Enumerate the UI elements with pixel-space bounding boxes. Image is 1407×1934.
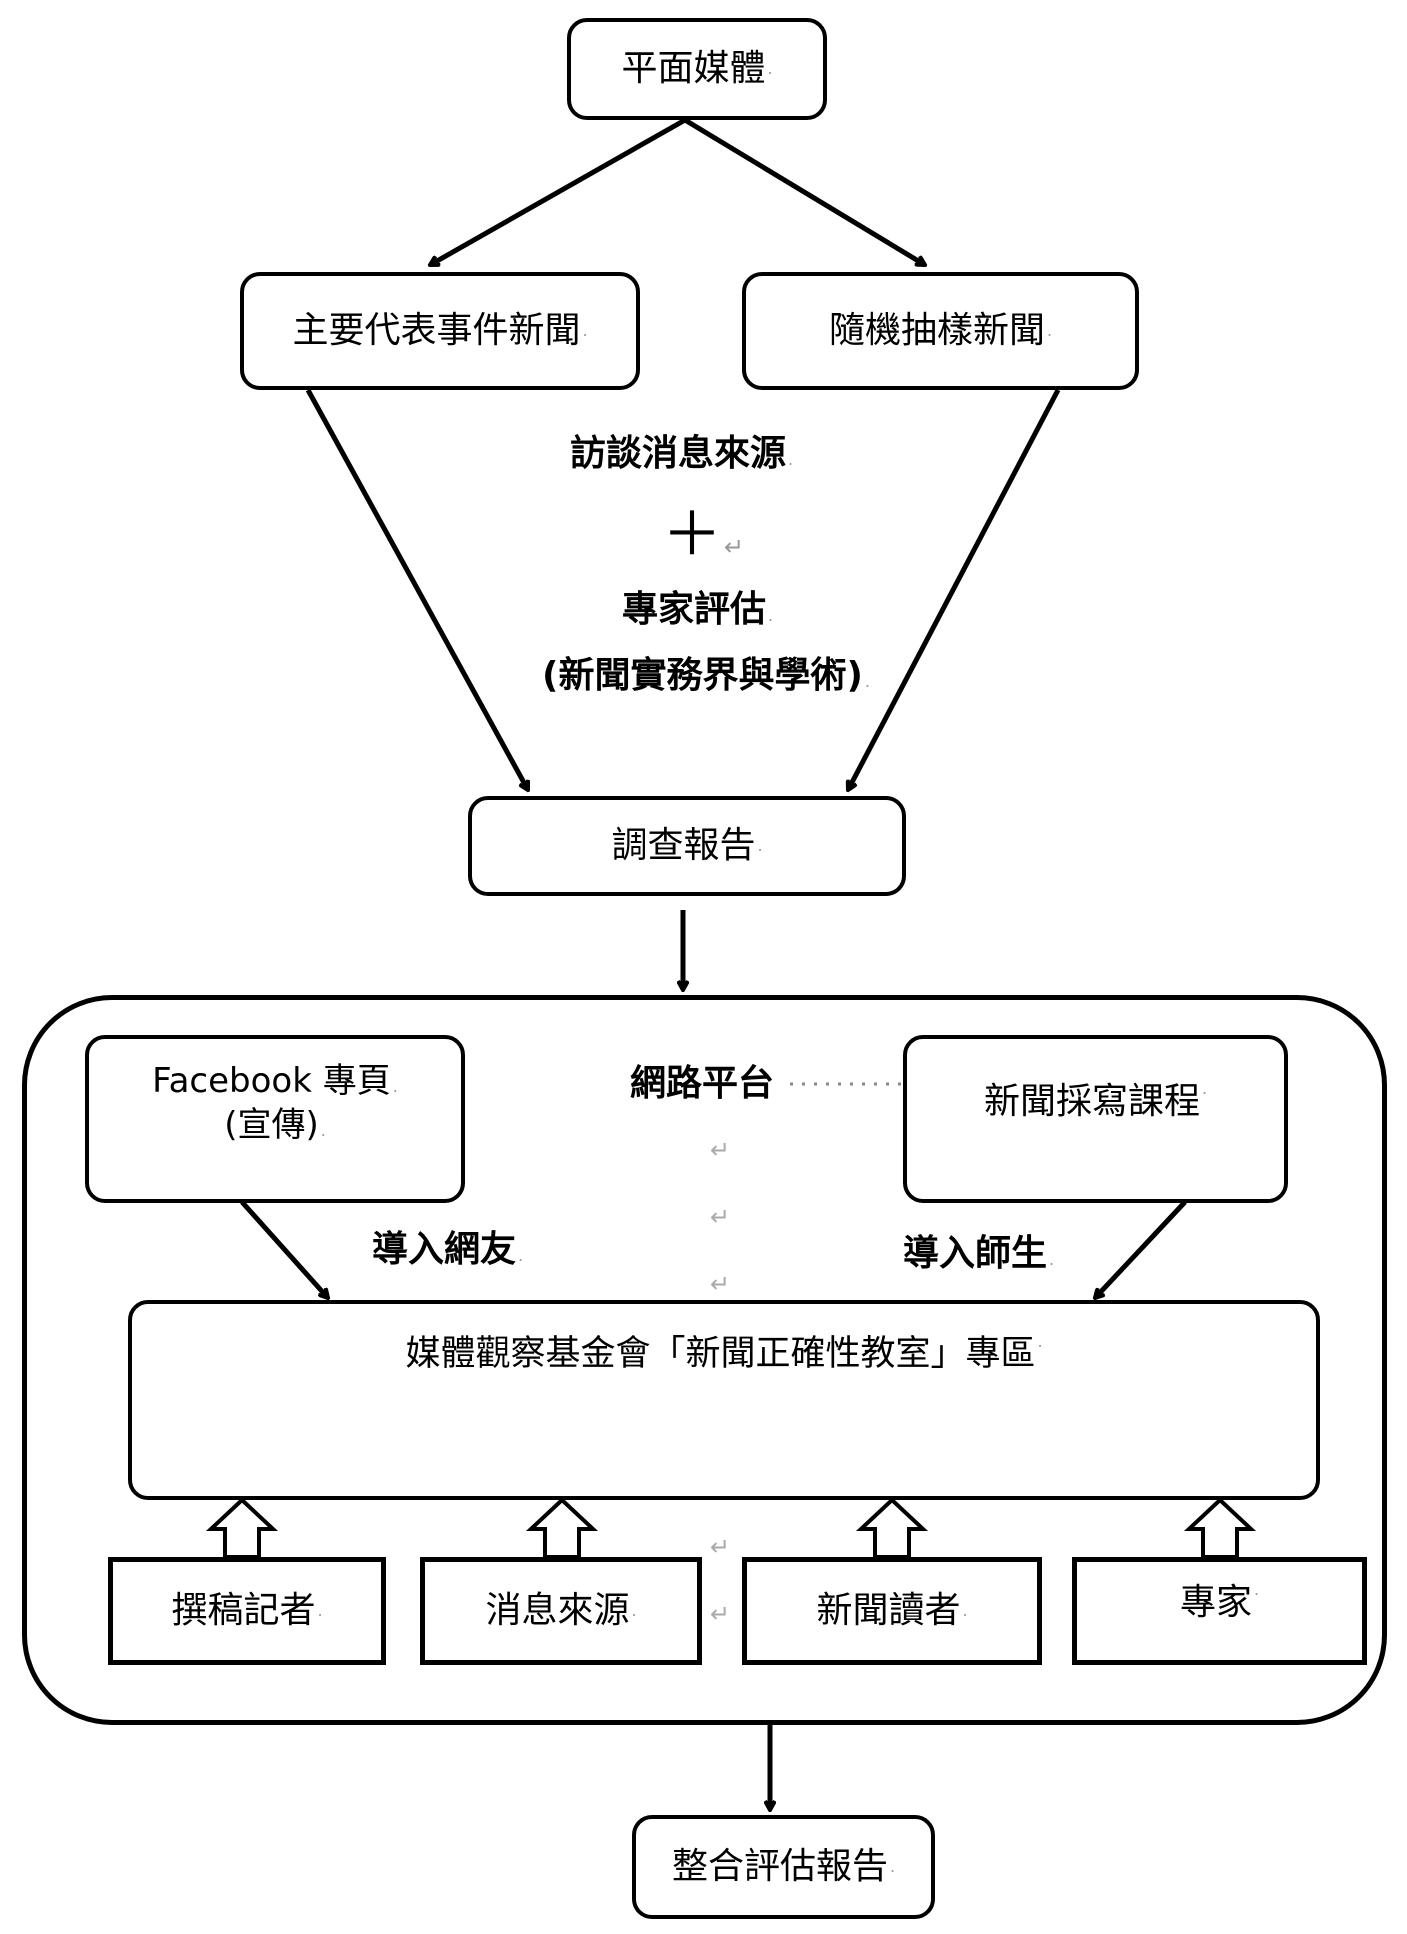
node-survey-report: 調查報告. [468,796,906,896]
node-experts: 專家. [1072,1557,1367,1665]
label-expert-evaluation: 專家評估. [622,589,774,630]
node-integrated-report: 整合評估報告. [632,1815,935,1919]
arrow-main-to-report [305,388,531,790]
label-online-platform: 網路平台 [630,1063,775,1104]
node-foundation-section: 媒體觀察基金會「新聞正確性教室」專區. [128,1300,1320,1500]
node-news-writing-course: 新聞採寫課程. [903,1035,1288,1203]
node-news-readers: 新聞讀者. [742,1557,1042,1665]
node-reporters: 撰稿記者. [108,1557,386,1665]
arrow-random-to-report [848,388,1061,790]
plus-sign: ＋↵ [662,500,745,570]
paragraph-mark: ↵ [710,1203,731,1231]
label-attract-netizens: 導入網友. [372,1229,524,1270]
node-random-sample-news: 隨機抽樣新聞. [742,272,1139,390]
paragraph-mark: ↵ [710,1600,731,1628]
node-news-sources: 消息來源. [420,1557,702,1665]
node-main-events-news: 主要代表事件新聞. [240,272,640,390]
node-print-media: 平面媒體. [567,18,827,120]
arrow-print-to-main [430,117,687,268]
platform-container [22,995,1387,1725]
node-facebook-page: Facebook 專頁. (宣傳). [85,1035,465,1203]
arrow-facebook-to-section [240,1200,328,1298]
label-expert-domains: (新聞實務界與學術). [542,655,871,696]
paragraph-mark: ↵ [710,1270,731,1298]
arrow-course-to-section [1095,1200,1187,1298]
arrow-print-to-random [683,117,925,268]
label-attract-teachers-students: 導入師生. [903,1233,1055,1274]
paragraph-mark: ↵ [710,1533,731,1561]
label-interview-sources: 訪談消息來源. [570,433,794,474]
paragraph-mark: ↵ [710,1136,731,1164]
